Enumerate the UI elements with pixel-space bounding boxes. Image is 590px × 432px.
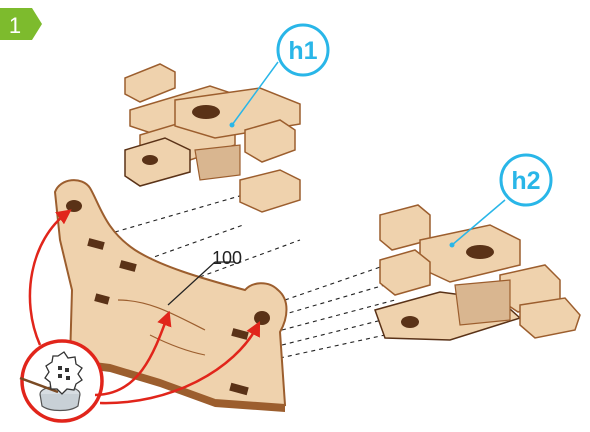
callout-h1-label: h1 [288, 37, 317, 65]
assembly-guide-lines [114, 194, 416, 359]
part-h2 [374, 204, 581, 341]
part-h1 [124, 63, 301, 213]
side-panel-part [53, 179, 288, 412]
wax-pot-icon [19, 339, 104, 423]
part-label-100: 100 [167, 248, 242, 306]
callout-h2: h2 [449, 153, 553, 248]
step-number: 1 [9, 13, 21, 38]
part-number-label: 100 [212, 248, 242, 268]
callout-h2-label: h2 [511, 167, 540, 195]
wax-application-arrows [28, 209, 261, 405]
step-badge: 1 [0, 8, 42, 40]
gear-icon [44, 351, 83, 395]
callout-h1: h1 [229, 23, 330, 128]
